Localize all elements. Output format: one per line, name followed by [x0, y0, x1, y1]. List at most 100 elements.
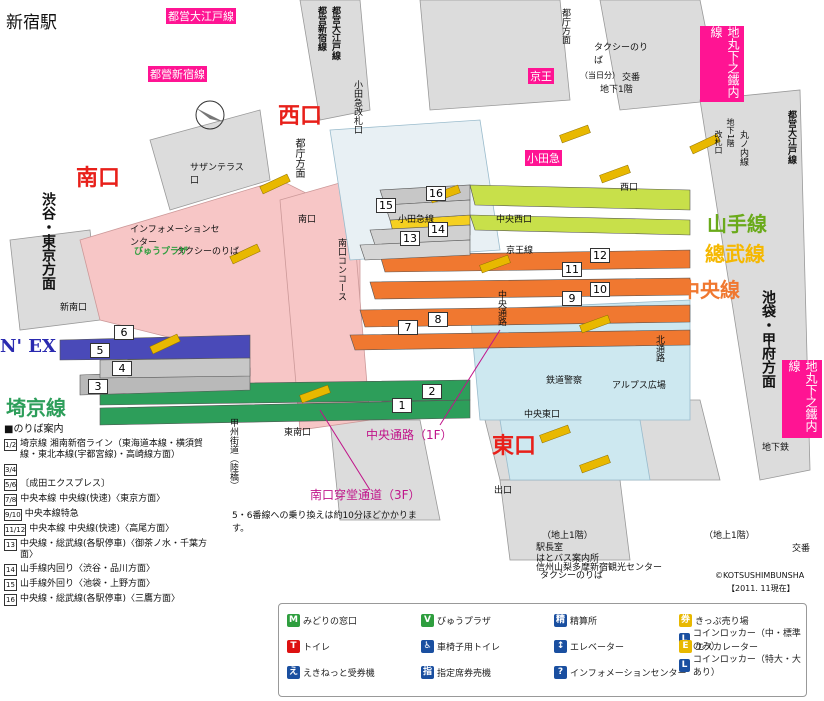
platform-number-14: 14	[428, 222, 448, 237]
platform-number-5: 5	[90, 343, 110, 358]
shibuya-tokyo-direction: 渋谷・東京方面	[40, 192, 56, 290]
legend-label: 精算所	[570, 617, 598, 627]
platform-number-12: 12	[590, 248, 610, 263]
taxi-south-label: タクシーのりば	[176, 247, 240, 257]
taxi-top-label: タクシーのりば	[594, 43, 649, 66]
chuo-passage-label: 中央通路（1F）	[366, 428, 453, 442]
exit-label: 出口	[494, 486, 513, 496]
platform-number-3: 3	[88, 379, 108, 394]
koban-label-top: 交番	[622, 73, 641, 83]
legend-label: きっぷ売り場	[695, 617, 749, 627]
saikyo-label: 埼京線	[6, 396, 66, 420]
chuo-east-label: 中央東口	[524, 410, 561, 420]
marunouchi-tag-right: 地丸下之鐵内線	[782, 360, 822, 438]
legend-label: コインロッカー（中・標準のみ）	[692, 629, 801, 652]
ekinet-icon: え	[287, 666, 300, 679]
info-icon: ?	[554, 666, 567, 679]
legend-item: ?インフォメーションセンター	[554, 666, 687, 679]
shinjuku-vertical-label: 都営新宿線	[316, 6, 326, 51]
date-label: 【2011. 11現在】	[727, 584, 795, 593]
platform-number-7: 7	[398, 320, 418, 335]
platform-number-15: 15	[376, 198, 396, 213]
ground-label: （地上1階）	[542, 531, 593, 541]
koshu-label: 甲州街道（陸橋）	[228, 418, 238, 490]
platform-number-13: 13	[400, 231, 420, 246]
legend-label: みどりの窓口	[303, 617, 358, 627]
platform-guide-text: 山手線内回り〈渋谷・品川方面〉	[20, 564, 156, 574]
legend-label: エレベーター	[570, 643, 625, 653]
station-master-label: 駅長室	[536, 543, 564, 553]
south-exit-small: 南口	[298, 215, 317, 225]
kaisatsu-label: 改札口	[714, 130, 723, 154]
platform-guide-number: 1/2	[4, 439, 17, 451]
platform-guide-number: 11/12	[4, 524, 27, 536]
day-ticket-label: （当日分）	[580, 71, 620, 80]
platform-number-8: 8	[428, 312, 448, 327]
platform-guide-row: 3/4	[4, 464, 209, 476]
platform-number-1: 1	[392, 398, 412, 413]
platform-number-6: 6	[114, 325, 134, 340]
compass-icon	[195, 100, 225, 130]
oedo-vertical-label: 都営大江戸線	[330, 6, 340, 60]
tocho-direction-top: 都庁方面	[560, 8, 570, 44]
shinjuku-line-tag: 都營新宿線	[148, 66, 207, 82]
platform-guide-text: 中央線・総武線(各駅停車)〈御茶ノ水・千葉方面〉	[20, 539, 208, 560]
chuo-tsuro-label: 中央通路	[496, 290, 506, 326]
keio-line-label: 京王線	[506, 246, 534, 256]
platform-guide-text: 中央線・総武線(各駅停車)〈三鷹方面〉	[20, 594, 181, 604]
copyright-label: ©KOTSUSHIMBUNSHA	[715, 571, 805, 580]
view-plaza-icon: V	[421, 614, 434, 627]
platform-number-11: 11	[562, 262, 582, 277]
sobu-label: 總武線	[705, 242, 765, 266]
west-exit-small: 西口	[620, 183, 639, 193]
odakyu-line-label: 小田急線	[398, 215, 435, 225]
taxi-east-label: タクシーのりば	[540, 571, 604, 581]
legend-item: ↕エレベーター	[554, 640, 624, 653]
elevator-icon: ↕	[554, 640, 567, 653]
southern-terrace-label: サザンテラス口	[190, 163, 244, 186]
nex-label: N' EX	[0, 336, 56, 357]
east-exit-label: 東口	[492, 433, 537, 459]
legend-item: ええきねっと受券機	[287, 666, 375, 679]
platform-guide-text: 中央本線 中央線(快速)〈東京方面〉	[20, 494, 166, 504]
platform-number-9: 9	[562, 291, 582, 306]
legend-label: インフォメーションセンター	[570, 669, 687, 679]
platform-guide-number: 3/4	[4, 464, 18, 476]
platform-guide-text: 中央本線特急	[24, 509, 79, 519]
platform-number-2: 2	[422, 384, 442, 399]
tocho-direction: 都庁方面	[293, 138, 304, 178]
new-south-label: 新南口	[60, 303, 88, 313]
legend-item: ♿車椅子用トイレ	[421, 640, 500, 653]
info-center-label: インフォメーションセンター	[130, 225, 220, 248]
platform-guide-text: 中央本線 中央線(快速)〈高尾方面〉	[29, 524, 175, 534]
alps-plaza-label: アルプス広場	[612, 381, 666, 391]
chuo-west-label: 中央西口	[496, 215, 533, 225]
legend-item: 券きっぷ売り場	[679, 614, 749, 627]
transfer-note: 5・6番線への乗り換えは約10分ほどかかります。	[232, 511, 417, 534]
legend-label: 指定席券売機	[437, 669, 492, 679]
green-window-icon: M	[287, 614, 300, 627]
ikebukuro-kofu-direction: 池袋・甲府方面	[760, 290, 776, 388]
platform-guide-text: 〔成田エクスプレス〕	[20, 479, 110, 489]
platform-guide-number: 7/8	[4, 494, 18, 506]
page-title: 新宿駅	[6, 13, 57, 33]
ground-label-2: （地上1階）	[704, 531, 755, 541]
platform-guide-number: 16	[4, 594, 17, 606]
odakyu-kaisatsu-label: 小田急改札口	[352, 80, 362, 134]
marunouchi-vertical-label: 丸ノ内線	[738, 130, 748, 166]
south-concourse-label: 南口コンコース	[336, 238, 346, 301]
large-locker-icon: L	[679, 658, 690, 672]
police-label: 鉄道警察	[546, 376, 583, 386]
underground-label: 地下1階	[600, 85, 633, 95]
